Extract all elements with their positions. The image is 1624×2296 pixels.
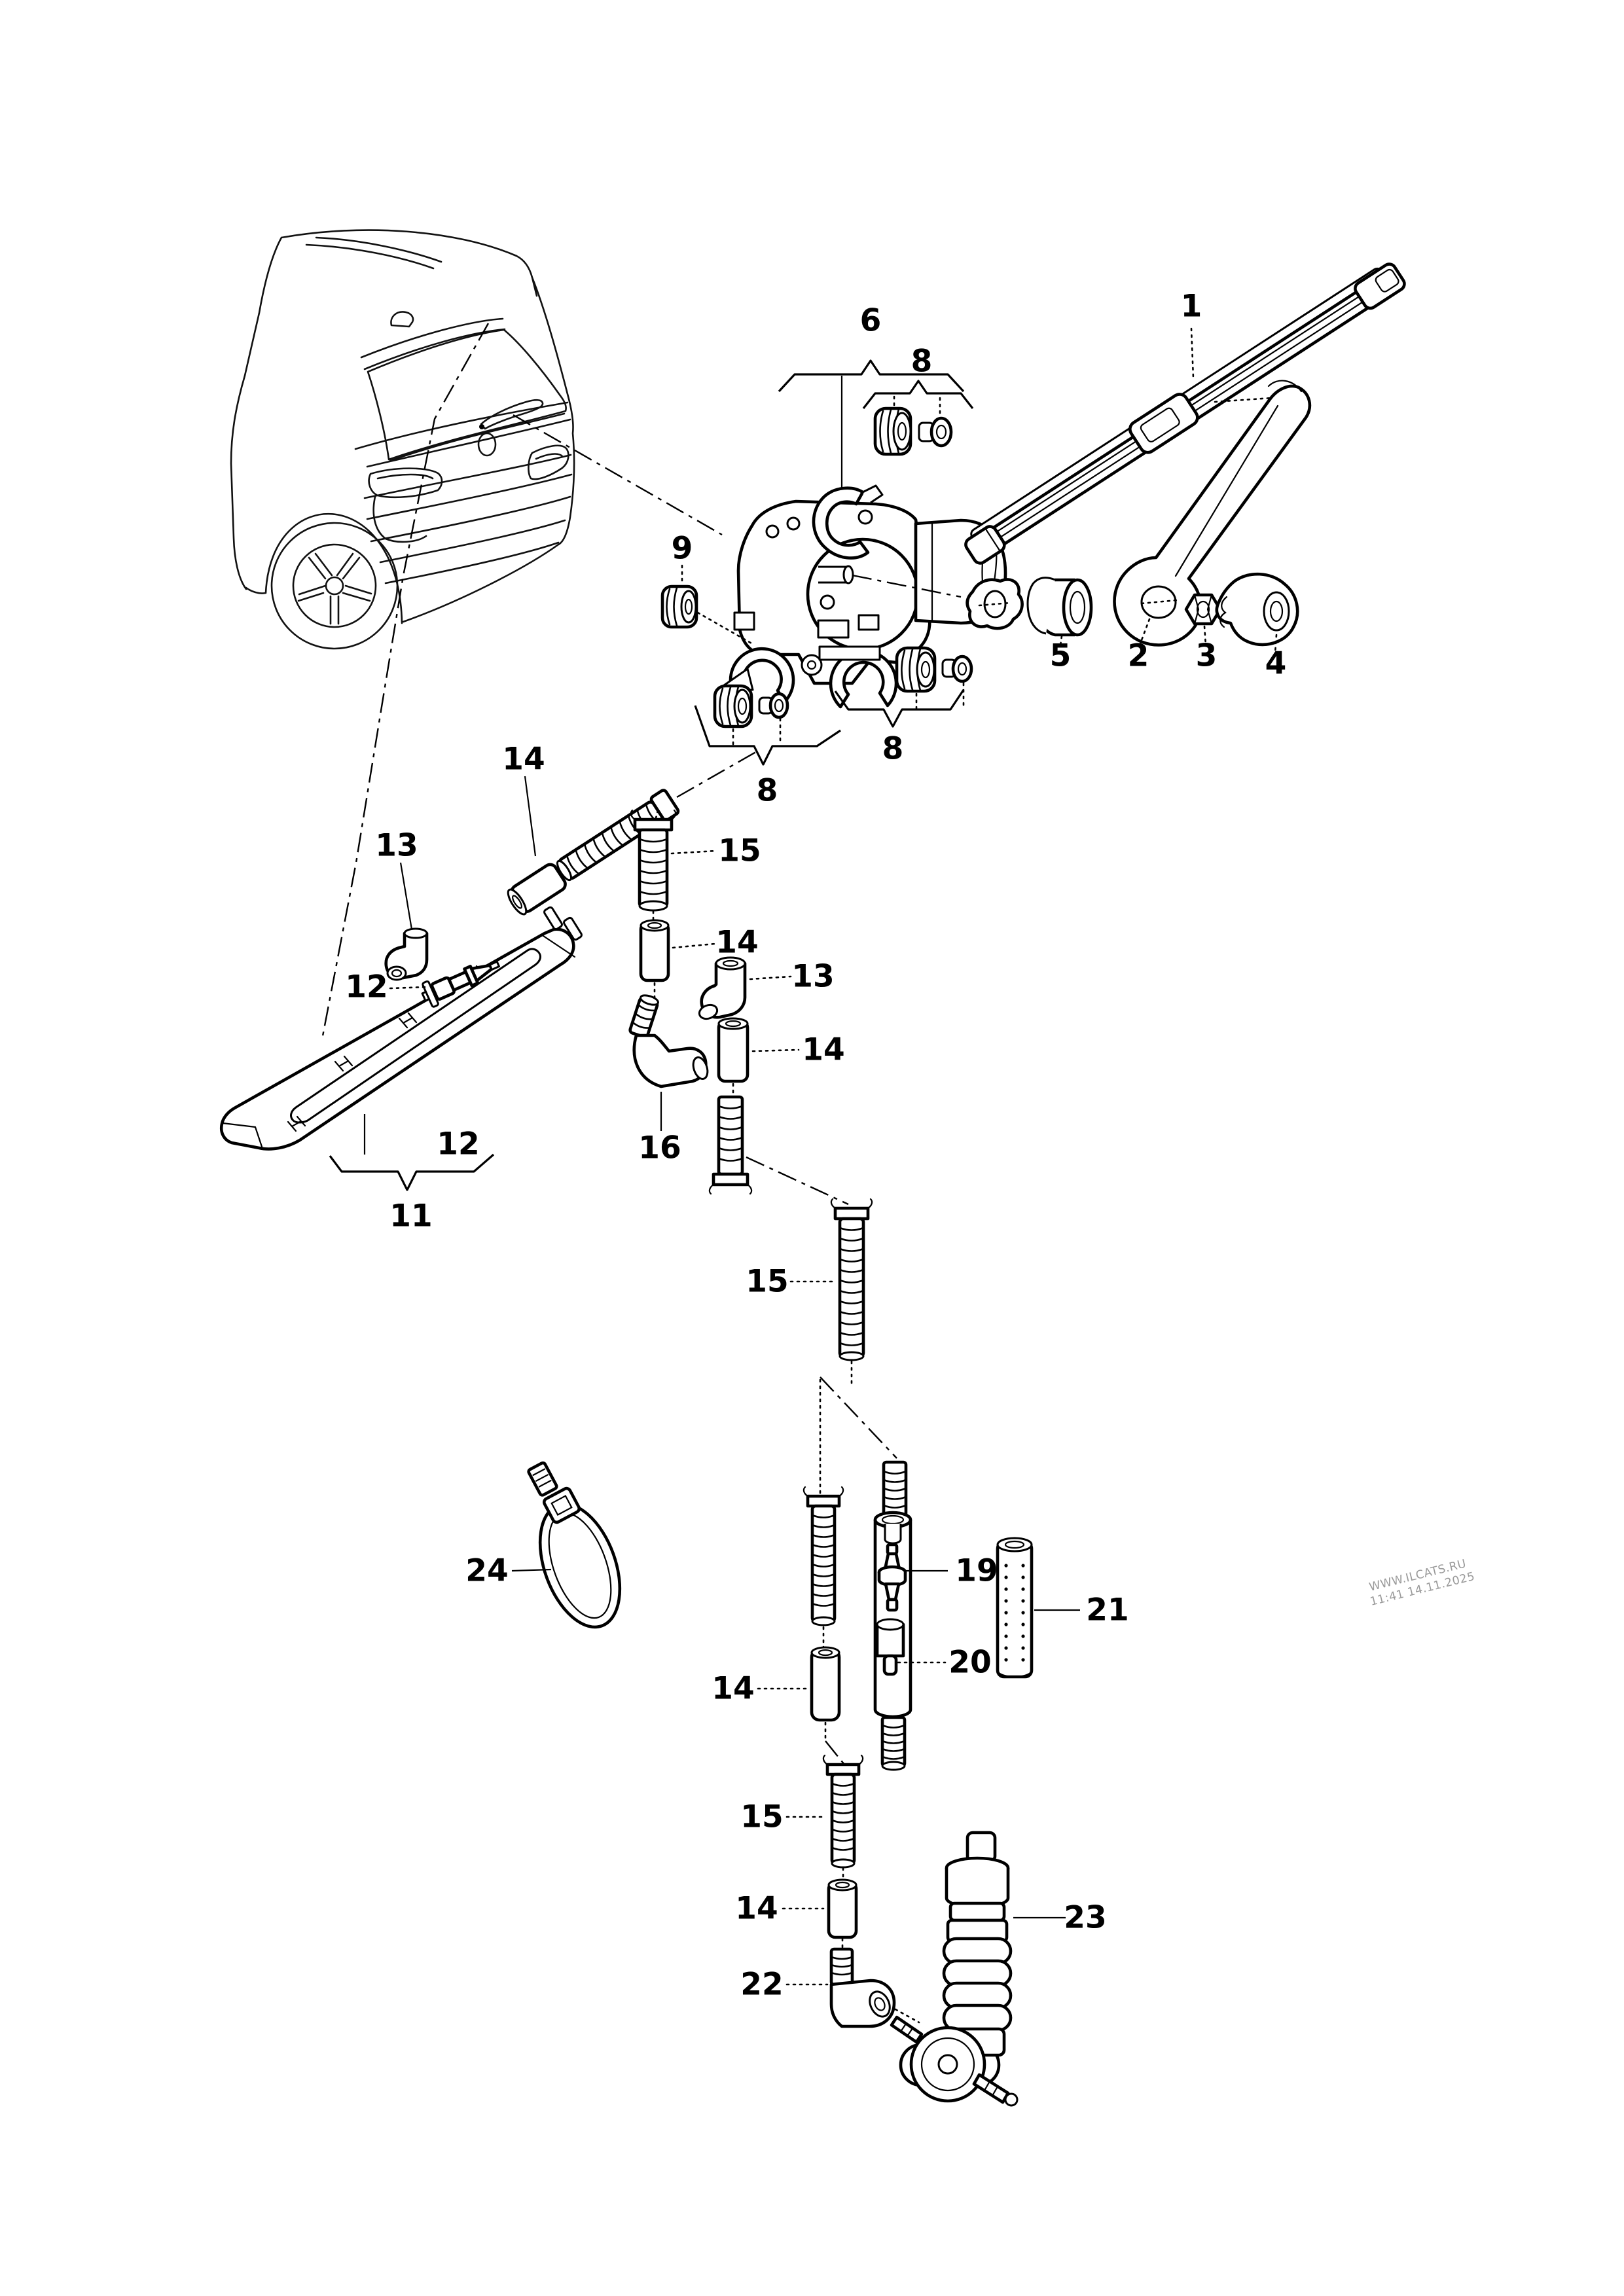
callout-4: 4 — [1265, 646, 1287, 682]
washer-nozzle-12 — [421, 960, 500, 1008]
bracket-11 — [329, 1153, 495, 1191]
callout-12: 12 — [437, 1126, 479, 1162]
hose-sleeve-14-right — [717, 1017, 800, 1097]
hose-corrugated-below-14 — [708, 1095, 849, 1206]
callout-20: 20 — [948, 1645, 991, 1681]
callout-16: 16 — [638, 1130, 681, 1166]
callout-14: 14 — [502, 742, 545, 778]
cable-tie-24 — [511, 1461, 622, 1629]
callout-8: 8 — [757, 773, 778, 809]
wheel-spokes — [297, 552, 372, 625]
wheel-tire — [270, 522, 399, 650]
mount-foot-right — [829, 649, 898, 709]
callout-13: 13 — [791, 959, 834, 995]
callout-15: 15 — [718, 833, 761, 869]
taillight-left — [368, 467, 443, 543]
arm-pivot-hole — [1140, 585, 1177, 619]
wheel-rim — [292, 543, 377, 628]
antenna-fin — [390, 311, 414, 328]
taillight-right — [528, 444, 569, 480]
callout-15: 15 — [740, 1799, 783, 1835]
washer-pump-23 — [890, 1831, 1066, 2107]
pivot-washer — [965, 578, 1024, 630]
callout-14: 14 — [712, 1671, 754, 1707]
pivot-cap-4 — [1215, 572, 1299, 647]
bracket-8-top — [862, 380, 974, 409]
callout-21: 21 — [1086, 1592, 1128, 1628]
callout-8: 8 — [882, 731, 904, 767]
wheel-arch — [245, 512, 403, 624]
elbow-16 — [628, 994, 709, 1131]
callout-22: 22 — [740, 1967, 783, 2003]
drive-shaft — [818, 565, 847, 584]
watermark: WWW.ILCATS.RU 11:41 14.11.2025 — [1368, 1557, 1477, 1609]
nozzle-elbow-13 — [384, 862, 429, 981]
rear-wiper-on-glass — [480, 399, 544, 430]
blade-adapter — [1128, 393, 1199, 454]
vw-badge — [477, 432, 497, 457]
callout-12: 12 — [345, 969, 388, 1005]
wiper-arm — [1113, 380, 1312, 647]
wiper-pivot-dot — [479, 424, 484, 429]
callout-9: 9 — [672, 531, 693, 567]
callout-5: 5 — [1050, 638, 1072, 674]
hose-column-left — [757, 1486, 864, 1949]
vehicle-rear-view — [230, 229, 575, 650]
rear-window — [367, 329, 567, 461]
conduit-with-connectors — [873, 1460, 948, 1771]
roof-rails — [305, 236, 442, 270]
callout-14: 14 — [735, 1891, 778, 1927]
bracket-8-right — [834, 689, 965, 728]
callout-8: 8 — [911, 344, 933, 380]
bracket-8-bottom — [694, 705, 841, 766]
wiper-blade — [964, 262, 1406, 565]
callout-14: 14 — [715, 925, 758, 961]
perforation-dots — [1004, 1564, 1025, 1662]
wiper-motor-assembly — [716, 359, 1007, 709]
callout-6: 6 — [860, 303, 882, 339]
callout-23: 23 — [1064, 1900, 1106, 1936]
spoiler-trim-11 — [219, 906, 583, 1191]
hose-sleeve-14-mid — [639, 919, 716, 1000]
callout-19: 19 — [955, 1553, 998, 1589]
callout-15: 15 — [746, 1264, 788, 1300]
callout-1: 1 — [1181, 289, 1202, 325]
routing-leader-lines — [321, 323, 723, 1040]
perforated-tube-21 — [996, 1537, 1080, 1679]
callout-11: 11 — [389, 1198, 432, 1234]
callout-2: 2 — [1128, 638, 1149, 674]
elbow-13-right — [698, 956, 792, 1020]
callout-24: 24 — [465, 1553, 508, 1589]
callout-3: 3 — [1196, 638, 1218, 674]
hose-segment-15-middle — [789, 1198, 897, 1495]
pump-elbow-22 — [785, 1947, 920, 2028]
pivot-nut-3 — [1184, 593, 1222, 626]
callout-13: 13 — [375, 828, 418, 864]
bracket-6 — [778, 359, 965, 393]
hose-segment-15-upper — [630, 809, 717, 923]
wheel-hub — [325, 576, 344, 596]
mount-fork-top — [812, 486, 870, 560]
mounting-grommets — [660, 380, 974, 766]
callout-14: 14 — [802, 1032, 844, 1068]
pivot-grommet-5 — [1026, 577, 1093, 637]
